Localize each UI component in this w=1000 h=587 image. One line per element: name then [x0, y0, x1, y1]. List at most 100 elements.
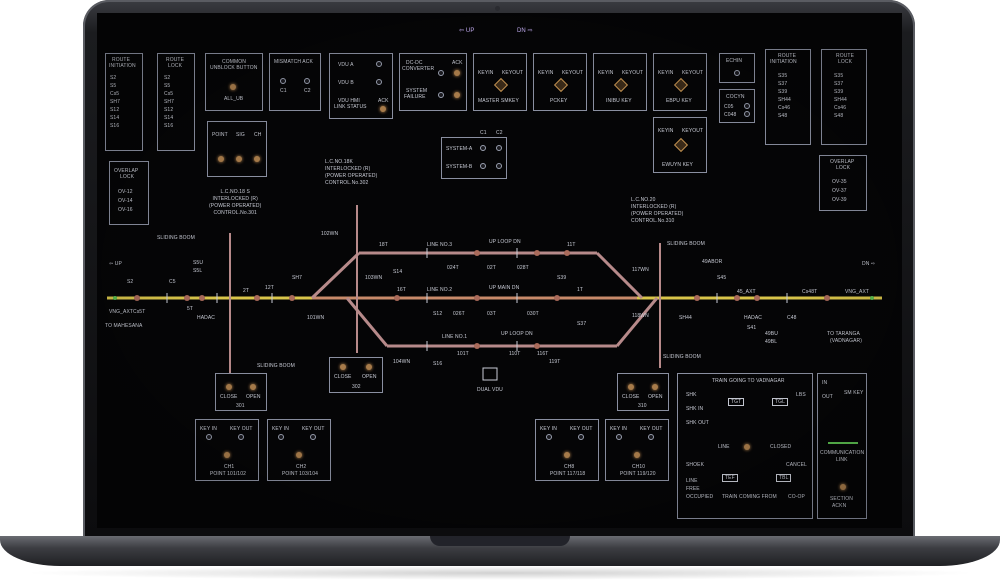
route-button[interactable]: S39 — [778, 89, 788, 95]
gate-number: 310 — [638, 403, 647, 409]
up-text: UP — [114, 261, 122, 267]
route-button[interactable]: SH7 — [110, 99, 121, 105]
crossover-line — [310, 251, 361, 300]
gate-open-button[interactable] — [250, 384, 256, 390]
cancel-button[interactable]: CANCEL — [786, 462, 807, 468]
mismatch-ack-panel: MISMATCH ACK C1 C2 — [269, 53, 321, 111]
gate-open-button[interactable] — [366, 364, 372, 370]
cocyn-b-label: C048 — [724, 112, 737, 118]
ack-label: ACK — [452, 60, 463, 66]
overlap-lock-panel-right: OVERLAP LOCK OV-35 OV-37 OV-39 — [819, 155, 867, 211]
route-button[interactable]: SH44 — [778, 97, 791, 103]
key-out-indicator — [648, 434, 654, 440]
ch-key-button[interactable] — [224, 452, 230, 458]
point-label: POINT — [212, 132, 228, 138]
section-ackn-button[interactable] — [840, 484, 846, 490]
route-button[interactable]: S5 — [110, 83, 117, 89]
dn-text: DN — [862, 261, 870, 267]
side-control-panel: IN OUT SM KEY COMMUNICATION LINK SECTION… — [817, 373, 867, 519]
vdu-a-label: VDU A — [338, 62, 354, 68]
key-label: EWUYN KEY — [662, 162, 693, 168]
point-button[interactable] — [218, 156, 224, 162]
line-label: LINE — [718, 444, 730, 450]
ch-key-button[interactable] — [634, 452, 640, 458]
open-label: OPEN — [246, 394, 261, 400]
system-failure-ack-button[interactable] — [454, 92, 460, 98]
signal-label: S37 — [577, 321, 587, 327]
key-out-indicator — [578, 434, 584, 440]
vdu-ack-button[interactable] — [380, 106, 386, 112]
vdu-b-indicator — [376, 79, 382, 85]
key-label: INIBU KEY — [606, 98, 632, 104]
ch-key-button[interactable] — [296, 452, 302, 458]
ch-key-button[interactable] — [564, 452, 570, 458]
lock-indicator: S39 — [834, 89, 844, 95]
track-section-label: 1T — [577, 287, 584, 293]
gate-close-button[interactable] — [340, 364, 346, 370]
tbl-button[interactable]: TBL — [776, 474, 792, 482]
lock-indicator: S35 — [834, 73, 844, 79]
system-failure-indicator — [438, 92, 444, 98]
in-label: IN — [822, 380, 828, 386]
lc-line: INTERLOCKED (R) — [212, 196, 258, 202]
signal-label: S16 — [433, 361, 443, 367]
route-button[interactable]: S2 — [110, 75, 117, 81]
train-coming-label: TRAIN COMING FROM — [722, 494, 777, 500]
route-button[interactable]: S12 — [110, 107, 120, 113]
route-button[interactable]: S48 — [778, 113, 788, 119]
link-status-label: VDU HMI — [338, 98, 360, 104]
key-out-label: KEYOUT — [562, 70, 584, 76]
ch1-panel: KEY IN KEY OUT CH1 POINT 101/102 — [195, 419, 259, 481]
key-in-indicator — [616, 434, 622, 440]
route-button[interactable]: S35 — [778, 73, 788, 79]
sig-button[interactable] — [236, 156, 242, 162]
route-button[interactable]: S14 — [110, 115, 120, 121]
section-label: ACKN — [832, 503, 847, 509]
dcdc-ack-button[interactable] — [454, 70, 460, 76]
signal-label: S5U — [193, 260, 204, 266]
lc-line: INTERLOCKED (R) — [631, 204, 677, 210]
key-in-label: KEY IN — [272, 426, 289, 432]
shoek-label: SHOEK — [686, 462, 705, 468]
shk-out-label: SHK OUT — [686, 420, 709, 426]
route-button[interactable]: Cs46 — [778, 105, 791, 111]
dcdc-label: DC-DC — [406, 60, 423, 66]
shk-label: SHK — [686, 392, 697, 398]
signal-panel-screen: ⇦ UP DN ⇨ ROUTE INITIATION S2 S5 Cs5 SH7… — [97, 13, 902, 528]
vng-axt-label: VNG_AXT — [845, 289, 870, 295]
unblock-button[interactable] — [230, 84, 236, 90]
lock-indicator: SH44 — [834, 97, 847, 103]
lock-list: S2 S5 Cs5 SH7 S12 S14 S16 — [164, 74, 174, 130]
key-out-label: KEY OUT — [302, 426, 325, 432]
tef-button[interactable]: TEF — [722, 474, 738, 482]
signal-label: 45_AXT — [737, 289, 756, 295]
key-in-label: KEYIN — [598, 70, 614, 76]
route-button[interactable]: S37 — [778, 81, 788, 87]
to-mahesana-label: TO MAHESANA — [105, 323, 143, 329]
tgt-button[interactable]: TGT — [728, 398, 745, 406]
panel-title: LOCK — [836, 165, 851, 171]
gate-open-button[interactable] — [652, 384, 658, 390]
key-in-label: KEY IN — [610, 426, 627, 432]
track-section-label: Cs48T — [802, 289, 818, 295]
tgl-button[interactable]: TGL — [772, 398, 789, 406]
up-main-dn-label: UP MAIN DN — [489, 285, 520, 291]
ch-button[interactable] — [254, 156, 260, 162]
link-status-label: LINK STATUS — [334, 104, 367, 110]
dual-vdu-icon — [482, 367, 498, 381]
system-a-c2-indicator — [496, 145, 502, 151]
route-button[interactable]: S16 — [110, 123, 120, 129]
c2-label: C2 — [304, 88, 311, 94]
panel-title: INITIATION — [109, 63, 136, 69]
key-in-indicator — [278, 434, 284, 440]
key-in-label: KEY IN — [200, 426, 217, 432]
gate-close-button[interactable] — [226, 384, 232, 390]
up-arrow-icon: ⇦ — [109, 261, 115, 267]
ch-label: CH1 — [224, 464, 235, 470]
route-button[interactable]: Cs5 — [110, 91, 120, 97]
system-failure-label: SYSTEM — [406, 88, 428, 94]
gate-close-button[interactable] — [628, 384, 634, 390]
ack-label: ACK — [378, 98, 389, 104]
comm-label: LINK — [836, 457, 848, 463]
panel-title: ROUTE — [778, 53, 796, 59]
